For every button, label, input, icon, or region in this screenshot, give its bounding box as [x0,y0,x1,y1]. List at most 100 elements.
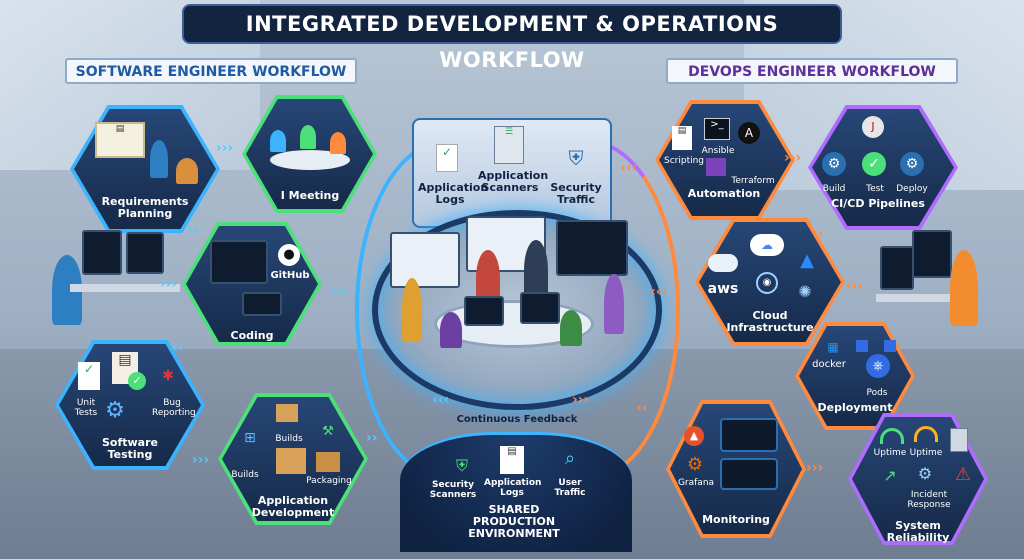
google-cloud-icon: ☁ [750,234,784,256]
center-right-chevrons: ››› [572,392,590,408]
meeting-label: I Meeting [280,189,340,202]
package-box-icon [276,448,306,474]
table-monitor-1 [464,296,504,326]
software-workflow-ribbon: SOFTWARE ENGINEER WORKFLOW [65,58,357,84]
whiteboard-icon: ▤ [95,122,145,158]
cloud-to-center-arrow: ‹‹‹ [650,284,668,300]
bug-reporting-label: Bug Reporting [152,398,196,418]
center-person-right [604,274,624,334]
deploy-gear-icon: ⚙ [900,152,924,176]
pod-cube-icon-1 [856,340,868,352]
automation-to-center-arrow: ‹‹‹ [620,160,638,176]
req-to-meeting-arrow: ››› [216,140,234,156]
grafana-label: Grafana [677,478,715,488]
cloud-infrastructure-label: Cloud Infrastructure [726,309,814,334]
uptime-label-1: Uptime [873,448,907,458]
uptime-label-2: Uptime [909,448,943,458]
github-icon: ● [278,244,300,266]
packaging-box-icon [316,452,340,472]
meeting-person-1 [270,130,286,152]
warning-icon: ⚠ [954,464,972,485]
packaging-label: Packaging [306,476,352,486]
tree-diagram-icon: ⊞ [244,430,256,446]
laptop-screen [242,292,282,316]
deploy-step-label: Deploy [896,184,928,194]
growth-chart-icon: ↗ [883,466,897,485]
gears-icon: ⚙ [105,398,125,423]
left-desk-monitor-2 [126,232,164,274]
devops-workflow-ribbon: DEVOPS ENGINEER WORKFLOW [666,58,958,84]
system-reliability-label: System Reliability [886,519,950,544]
code-editor-screen [210,240,268,284]
docker-icon: ▦ [827,340,839,354]
meeting-person-3 [330,132,346,154]
presenter-figure [150,140,168,178]
user-magnifier-icon: ⌕ [564,448,576,469]
security-traffic-label: Security Traffic [550,181,602,206]
mesh-network-icon: ✺ [798,282,812,301]
metrics-bar-panel [720,418,778,452]
devops-engineer-figure [950,250,978,326]
prometheus-icon: ▲ [684,426,704,446]
github-label: GitHub [270,270,310,281]
builds-label-2: Builds [231,470,259,480]
pod-cube-icon-2 [884,340,896,352]
shared-production-environment-label: SHARED PRODUCTION ENVIRONMENT [468,503,560,540]
incident-gear-icon: ⚙ [917,464,933,483]
dev-to-center-arrow: ›› [366,430,378,446]
checklist-icon: ✓ [78,362,100,390]
automation-label: Automation [687,187,761,200]
software-testing-label: Software Testing [102,436,158,461]
center-monitor-1 [390,232,460,288]
cloud-icon-left [708,254,738,272]
application-development-label: Application Development [251,494,335,519]
deployment-label: Deployment [817,401,893,414]
build-box-icon [276,404,298,422]
test-check-icon: ✓ [862,152,886,176]
application-logs-label: Application Logs [418,181,489,206]
meeting-person-2 [300,125,316,149]
testing-to-dev-arrow: ››› [192,452,210,468]
bug-icon: ✱ [162,368,174,384]
terraform-icon [706,158,726,176]
application-logs-icon: ✓ [436,144,458,172]
coding-label: Coding [230,329,274,342]
build-gear-icon: ⚙ [822,152,846,176]
docker-label: docker [812,359,846,370]
uptime-gauge-icon-1 [880,428,904,444]
incident-response-label: Incident Response [907,490,951,510]
builds-label-1: Builds [275,434,303,444]
user-traffic-label: User Traffic [554,478,586,498]
security-scanner-icon: ⛨ [455,456,468,475]
build-step-label: Build [822,184,846,194]
build-tools-icon: ⚒ [322,424,334,439]
monitoring-label: Monitoring [702,513,770,526]
monitoring-to-reliability-arrow: ››› [806,460,824,476]
continuous-feedback-label: Continuous Feedback [456,414,578,425]
center-presenter-2 [524,240,548,300]
network-hub-icon: ◉ [756,272,778,294]
security-scanners-label: Security Scanners [429,480,477,500]
test-step-label: Test [866,184,884,194]
right-desk-monitor-1 [880,246,914,290]
bottom-logs-icon: ▤ [500,446,524,474]
right-desk [876,294,976,302]
script-doc-icon: ▤ [672,126,692,150]
terraform-label: Terraform [731,176,775,186]
metrics-line-panel [720,458,778,490]
center-monitor-3 [556,220,628,276]
center-person-left [402,278,422,342]
cicd-to-cloud-arrow: ‹‹ [812,226,824,242]
seated-person-1 [440,312,462,348]
ansible-label: Ansible [701,146,735,156]
server-stack-icon: ☰ [494,126,524,164]
aws-label: aws [707,281,739,297]
left-desk-monitor-1 [82,230,122,275]
azure-icon: ▲ [800,250,814,271]
coding-to-center-arrow: ››› [330,284,348,300]
automation-to-cicd-arrow: ››› [784,150,802,166]
check-circle-icon: ✓ [128,372,146,390]
cicd-pipelines-label: CI/CD Pipelines [831,197,925,210]
desk-to-cloud-arrow: ‹‹‹ [846,278,864,294]
seated-person-2 [560,310,582,346]
